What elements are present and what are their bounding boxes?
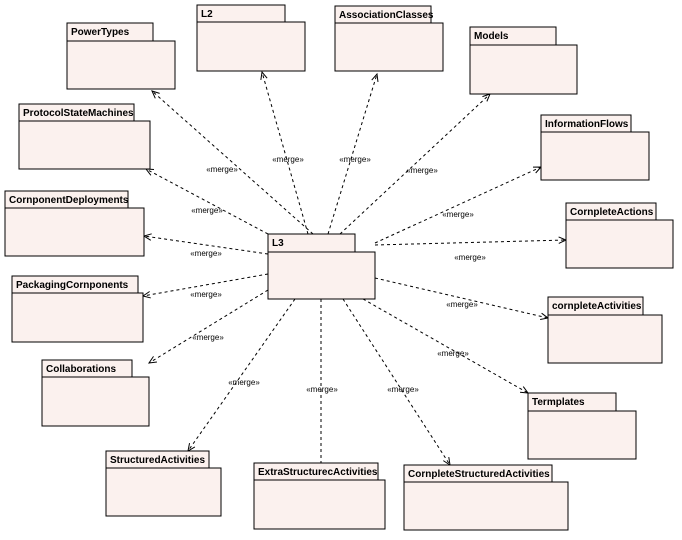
dependency-line	[148, 289, 269, 364]
merge-stereotype-label: «merge»	[190, 290, 222, 299]
merge-stereotype-label: «merge»	[191, 206, 223, 215]
package-cornpleteactivities[interactable]: cornpleteActivities	[547, 296, 663, 364]
merge-stereotype-label: «merge»	[339, 155, 371, 164]
package-l2[interactable]: L2	[196, 4, 306, 72]
merge-arrow-cornpletestructuredactivities: «merge»	[342, 298, 451, 467]
package-associationclasses[interactable]: AssociationClasses	[334, 5, 444, 72]
merge-stereotype-label: «merge»	[272, 155, 304, 164]
dependency-line	[374, 277, 549, 319]
package-body	[11, 292, 144, 343]
package-body	[66, 40, 176, 90]
package-informationflows[interactable]: InformationFlows	[540, 114, 650, 181]
package-body	[41, 376, 150, 427]
packages: PowerTypes L2 AssociationClassesModelsProt…	[4, 4, 674, 531]
package-body	[547, 314, 663, 364]
dependency-line	[143, 235, 269, 255]
package-collaborations[interactable]: Collaborations	[41, 359, 150, 427]
package-body	[267, 251, 376, 300]
merge-arrow-protocolstatemachines: «merge»	[144, 168, 269, 235]
merge-stereotype-label: «merge»	[442, 210, 474, 219]
package-body	[105, 467, 222, 517]
dependency-line	[261, 71, 309, 235]
package-packagingcornponents[interactable]: PackagingCornponents	[11, 275, 144, 343]
package-cornpleteactions[interactable]: CornpleteActions	[565, 202, 674, 269]
merge-arrow-associationclasses: «merge»	[327, 72, 379, 235]
open-arrowhead	[147, 356, 157, 364]
package-protocolstatemachines[interactable]: ProtocolStateMachines	[18, 103, 151, 170]
package-body	[403, 481, 569, 531]
open-arrowhead	[260, 70, 268, 80]
package-name: L2	[201, 9, 213, 20]
package-models[interactable]: Models	[469, 26, 578, 95]
package-name: InformationFlows	[545, 119, 629, 130]
open-arrowhead	[187, 443, 196, 453]
merge-stereotype-label: «merge»	[206, 165, 238, 174]
merge-stereotype-label: «merge»	[306, 385, 338, 394]
package-body	[196, 21, 306, 72]
merge-arrow-cornponentdeployments: «merge»	[142, 233, 269, 258]
package-name: ProtocolStateMachines	[23, 108, 134, 119]
package-structuredactivities[interactable]: StructuredActivities	[105, 450, 222, 517]
package-cornponentdeployments[interactable]: CornponentDeployments	[4, 190, 145, 257]
package-body	[334, 22, 444, 72]
package-name: PackagingCornponents	[16, 280, 129, 291]
package-name: StructuredActivities	[110, 455, 205, 466]
merge-stereotype-label: «merge»	[406, 166, 438, 175]
package-body	[565, 219, 674, 269]
merge-stereotype-label: «merge»	[446, 300, 478, 309]
merge-arrow-collaborations: «merge»	[147, 289, 269, 364]
package-name: Collaborations	[46, 364, 116, 375]
package-name: ExtraStructurecActivities	[258, 467, 378, 478]
package-name: L3	[272, 238, 284, 249]
package-name: CornpleteStructuredActivities	[408, 469, 550, 480]
package-cornpletestructuredactivities[interactable]: CornpleteStructuredActivities	[403, 464, 569, 531]
dependency-line	[362, 298, 529, 394]
open-arrowhead	[151, 90, 160, 99]
merge-arrow-structuredactivities: «merge»	[187, 298, 296, 453]
dependency-line	[327, 73, 378, 235]
dependency-line	[187, 298, 296, 452]
dependency-line	[374, 166, 542, 244]
merge-arrow-cornpleteactions: «merge»	[374, 236, 568, 262]
package-name: Models	[474, 31, 509, 42]
package-name: PowerTypes	[71, 27, 130, 38]
merge-stereotype-label: «merge»	[192, 333, 224, 342]
package-name: CornpleteActions	[570, 207, 654, 218]
merge-stereotype-label: «merge»	[387, 385, 419, 394]
package-body	[469, 44, 578, 95]
merge-arrow-packagingcornponents: «merge»	[141, 273, 269, 299]
dependency-line	[374, 239, 567, 246]
package-name: CornponentDeployments	[9, 195, 129, 206]
dependency-line	[339, 93, 491, 235]
open-arrowhead	[519, 386, 530, 394]
dependency-line	[342, 298, 451, 466]
package-body	[4, 207, 145, 257]
merge-stereotype-label: «merge»	[228, 378, 260, 387]
merge-arrow-cornpleteactivities: «merge»	[374, 277, 550, 321]
package-body	[540, 131, 650, 181]
package-body	[527, 410, 637, 460]
merge-stereotype-label: «merge»	[190, 249, 222, 258]
merge-stereotype-label: «merge»	[454, 253, 486, 262]
merge-arrow-l2: «merge»	[260, 70, 309, 235]
center-package-l3[interactable]: L3	[267, 233, 376, 300]
package-extrastructurecactivities[interactable]: ExtraStructurecActivities	[253, 462, 386, 530]
merge-arrow-extrastructurecactivities: «merge»	[306, 299, 338, 482]
merge-stereotype-label: «merge»	[437, 349, 469, 358]
open-arrowhead	[371, 72, 379, 83]
package-body	[18, 120, 151, 170]
package-name: Termplates	[532, 397, 585, 408]
open-arrowhead	[144, 168, 155, 176]
package-body	[253, 479, 386, 530]
package-termplates[interactable]: Termplates	[527, 392, 637, 460]
package-name: cornpleteActivities	[552, 301, 642, 312]
merge-arrow-powertypes: «merge»	[151, 90, 314, 235]
package-name: AssociationClasses	[339, 10, 434, 21]
package-powertypes[interactable]: PowerTypes	[66, 22, 176, 90]
dependency-line	[145, 168, 269, 235]
merge-arrow-termplates: «merge»	[362, 298, 530, 394]
merge-arrow-informationflows: «merge»	[374, 166, 543, 244]
open-arrowhead	[443, 457, 451, 467]
